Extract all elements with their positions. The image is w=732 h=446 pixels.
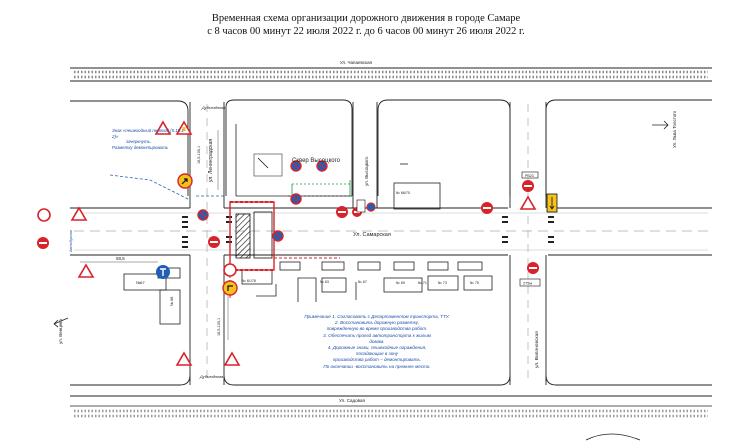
- warning-triangle-icon: [223, 351, 241, 366]
- street-label-leningradskaya: ул. Ленинградская: [208, 139, 214, 182]
- note-line: зачеркнуть.: [126, 139, 152, 145]
- no-entry-icon: [527, 262, 539, 274]
- prohibition-signs: [37, 160, 539, 277]
- note-line: 4. Дорожные знаки, пешеходные ограждения…: [327, 345, 427, 351]
- turn-arrow-icon: [156, 265, 170, 279]
- street-label-venceka: ул. Венцека: [58, 319, 63, 344]
- buildings: [123, 182, 493, 325]
- vysotskogo-street: [352, 102, 378, 208]
- street-label-samarskaya: Ул. Самарская: [353, 232, 391, 238]
- note-line: домам.: [369, 338, 385, 344]
- building-label: № 63: [320, 280, 329, 284]
- note-line: попадающие в зону: [355, 351, 399, 357]
- street-label-top: Ул. Чапаевская: [340, 60, 373, 65]
- street-label-vysotskogo: ул. Высоцкого: [364, 156, 369, 186]
- street-label-lev-tolstoy: Ул. Льва Толстого: [672, 110, 677, 148]
- speed-limit-icon: [223, 263, 237, 277]
- no-stopping-icon: [290, 160, 302, 172]
- note-line: 3. Обеспечить проезд автотранспорта к жи…: [323, 332, 431, 338]
- work-zone: [229, 201, 340, 300]
- building-label: № 68: [170, 297, 174, 306]
- warning-triangle-icon: [77, 263, 95, 278]
- detour-arrow-icon: [222, 280, 238, 296]
- square-sign-frame: [253, 153, 283, 177]
- no-entry-icon: [37, 237, 49, 249]
- building-label: № 67: [358, 280, 367, 284]
- bus-stop-bottom-label: Дубъезднова: [199, 375, 223, 379]
- dimension-label: 16,5-100,1: [197, 146, 201, 164]
- no-stopping-icon: [290, 193, 302, 205]
- speed-limit-icon: [37, 208, 51, 222]
- building-label: № 75: [470, 281, 479, 285]
- no-entry-icon: [336, 206, 348, 218]
- dimension-lines: [80, 130, 229, 340]
- no-stopping-icon: [197, 209, 209, 221]
- main-note: Примечание 1. Согласовать с Департаменто…: [272, 314, 482, 370]
- building-label: № 73: [438, 281, 447, 285]
- dimension-label: 16,5-100,1: [217, 318, 221, 336]
- note-line: поврежденную во время производства работ…: [326, 326, 428, 332]
- no-stopping-icon: [272, 230, 284, 242]
- square-label: Сквер Высоцкого: [292, 158, 341, 164]
- warning-triangle-icon: [519, 195, 537, 210]
- sadovaya-street: [70, 405, 712, 441]
- note-line: По окончании -восстановить на прежнее ме…: [323, 363, 431, 369]
- building-label: № 69: [396, 281, 405, 285]
- warning-triangle-icon: [154, 120, 172, 135]
- street-label-bottom: Ул. Садовая: [339, 398, 365, 403]
- crosswalks: [182, 216, 554, 248]
- note-line: производства работ – демонтировать.: [332, 357, 422, 363]
- detour-arrow-icon: [177, 173, 193, 189]
- no-entry-icon: [208, 236, 220, 248]
- no-stopping-icon: [316, 160, 328, 172]
- plate-label: 275м: [523, 282, 532, 286]
- detour-plate-icon: [546, 193, 558, 213]
- building-label: № 71: [418, 281, 427, 285]
- bus-stop-top-label: Дубъезднова: [201, 106, 225, 110]
- title-line: с 8 часов 00 минут 22 июля 2022 г. до 6 …: [207, 26, 525, 37]
- no-stopping-icon: [366, 202, 376, 212]
- note-line: Разметку демонтировать: [112, 144, 169, 150]
- page-title: Временная схема организации дорожного дв…: [0, 12, 732, 38]
- chapaevskaya-street: [70, 67, 712, 82]
- direction-arrows: [53, 120, 669, 328]
- warning-signs: [70, 120, 537, 366]
- no-entry-icon: [522, 180, 534, 192]
- no-entry-icon: [481, 202, 493, 214]
- bus-stop-left-label: Автобусная: [69, 230, 73, 253]
- warning-triangle-icon: [175, 120, 193, 135]
- info-plates: [356, 171, 541, 287]
- vilonovskaya-street: [509, 102, 547, 385]
- plate-label: РВ23: [525, 174, 534, 178]
- bottom-blocks: [70, 374, 712, 397]
- building-label: № 66/70: [396, 191, 410, 195]
- left-note: Знак «пешеходный переход (5.19.1-2)» зач…: [112, 128, 188, 150]
- warning-triangle-icon: [70, 206, 88, 221]
- note-line: Знак «пешеходный переход (5.19.1-2)»: [112, 128, 186, 139]
- warning-triangle-icon: [175, 351, 193, 366]
- pedestrian-route: [109, 174, 226, 201]
- note-line: Примечание 1. Согласовать с Департаменто…: [304, 314, 450, 319]
- samarskaya-street: [70, 207, 712, 256]
- distance-label: 58,5: [116, 256, 125, 261]
- building-label: №67: [136, 280, 146, 285]
- street-label-vilonovskaya: ул. Вилоновская: [534, 331, 540, 368]
- note-line: 2. Восстановить дорожную разметку,: [334, 320, 420, 326]
- title-line: Временная схема организации дорожного дв…: [211, 13, 521, 24]
- building-label: № 61/78: [242, 279, 256, 283]
- detour-signs: [156, 173, 558, 296]
